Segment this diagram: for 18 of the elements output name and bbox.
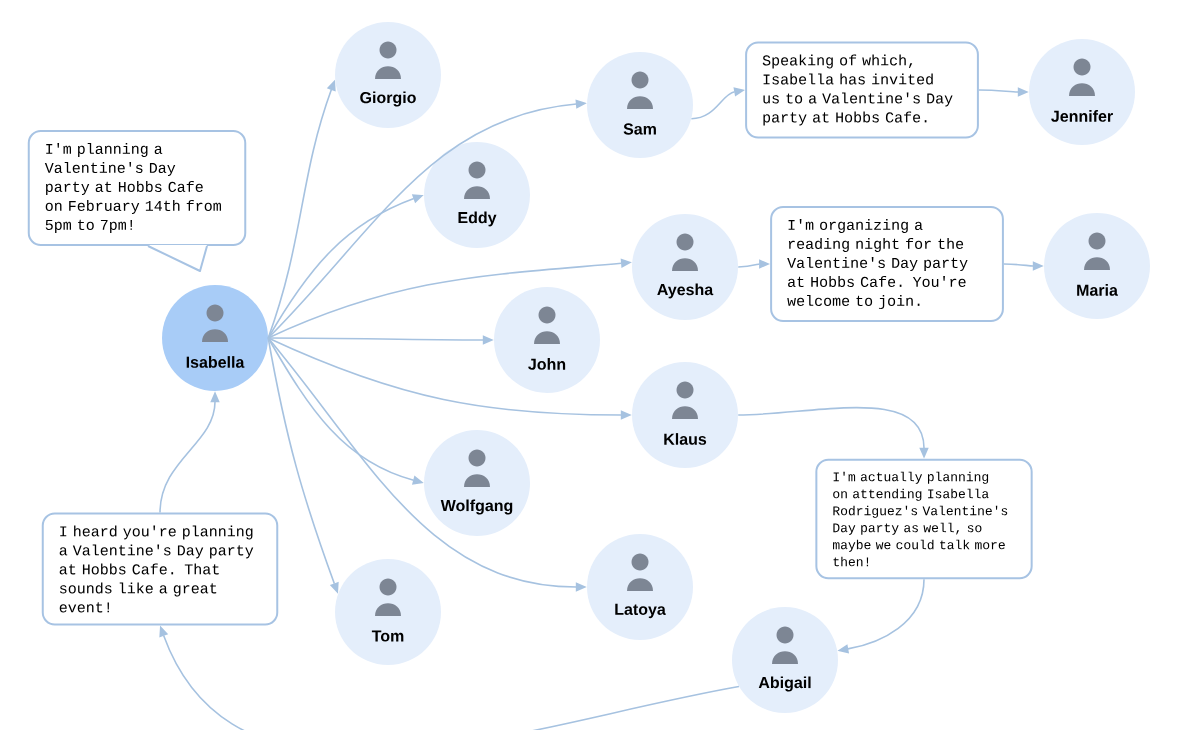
- name-label: Wolfgang: [440, 499, 513, 515]
- name-label: Eddy: [458, 211, 497, 227]
- speech-bubble: I heard you're planning a Valentine's Day party at Hobbs Cafe. That sounds like a great event!: [41, 512, 279, 626]
- name-label: Ayesha: [657, 283, 714, 299]
- name-label: Maria: [1077, 284, 1118, 296]
- name-label: Jennifer: [1051, 110, 1113, 122]
- speech-bubble: Speaking of which, Isabella has invited us to a Valentine's Day party at Hobbs Cafe.: [745, 41, 979, 139]
- name-label: Abigail: [758, 676, 811, 692]
- name-label: John: [528, 358, 566, 370]
- name-label: Klaus: [664, 433, 707, 445]
- speech-bubble: I'm organizing a reading night for the Valentine's Day party at Hobbs Cafe. You're welcome to join.: [770, 206, 1004, 322]
- name-label: Latoya: [615, 603, 666, 619]
- speech-bubble: I'm planning a Valentine's Day party at Hobbs Cafe on February 14th from 5pm to 7pm!: [27, 130, 247, 272]
- speech-bubble: I'm actually planning on attending Isabella Rodriguez's Valentine's Day party as well, so maybe we could talk more then!: [815, 458, 1033, 580]
- name-label: Isabella: [186, 356, 245, 368]
- name-label: Tom: [371, 630, 404, 642]
- name-label: Giorgio: [360, 91, 416, 107]
- name-label: Sam: [623, 123, 656, 135]
